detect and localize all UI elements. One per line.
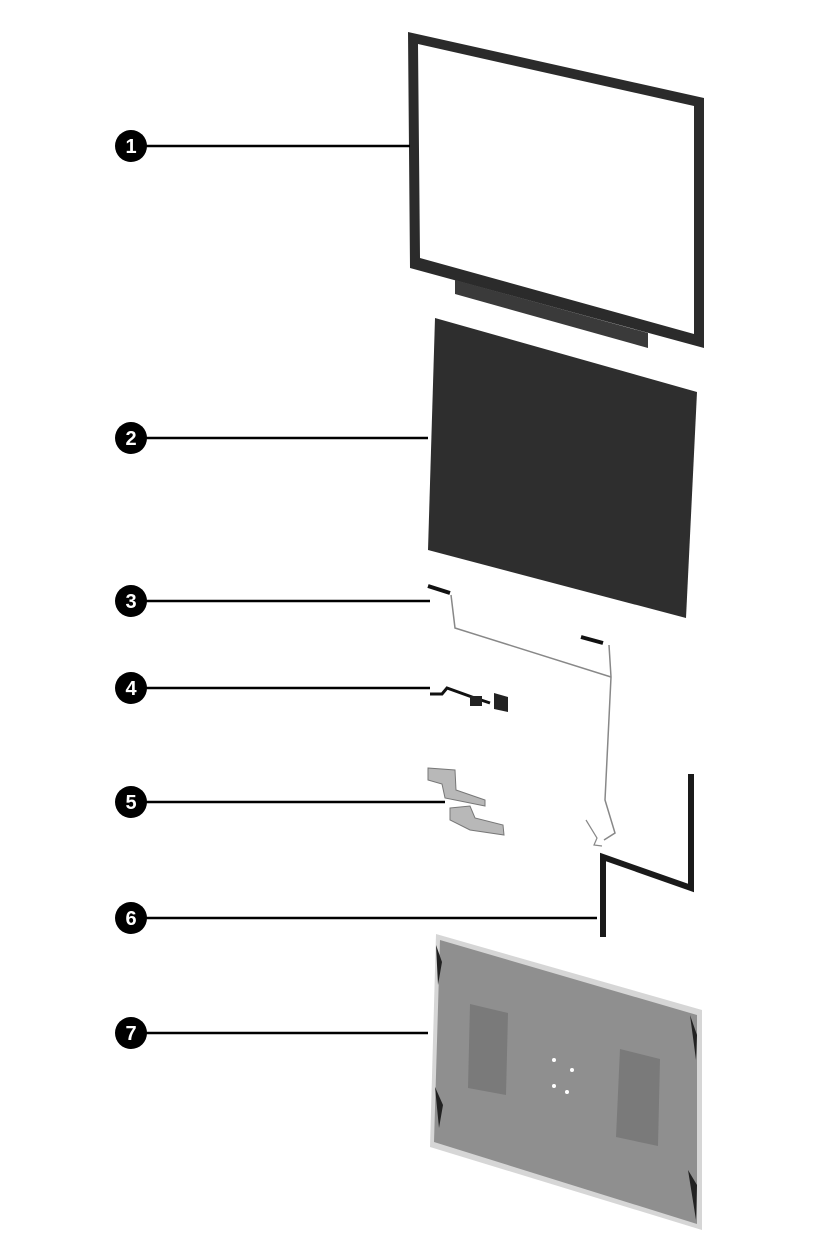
callout-number: 4 — [125, 678, 137, 700]
callout-circle — [115, 902, 147, 934]
display-panel — [428, 318, 697, 618]
callout-circle — [115, 585, 147, 617]
callout-circle — [115, 786, 147, 818]
callout-4: 4 — [115, 672, 430, 704]
callout-5: 5 — [115, 786, 445, 818]
hinges — [427, 767, 505, 836]
camera-module — [430, 686, 508, 712]
callout-number: 1 — [125, 136, 136, 158]
callout-number: 7 — [125, 1023, 136, 1045]
callout-circle — [115, 422, 147, 454]
callout-2: 2 — [115, 422, 428, 454]
callout-number: 2 — [125, 428, 136, 450]
display-back-cover — [430, 934, 702, 1230]
callout-3: 3 — [115, 585, 430, 617]
callout-circle — [115, 1017, 147, 1049]
callout-circle — [115, 672, 147, 704]
display-cable — [600, 774, 694, 937]
callout-number: 3 — [125, 591, 136, 613]
callout-circle — [115, 130, 147, 162]
callout-number: 6 — [125, 908, 136, 930]
display-bezel — [408, 32, 704, 348]
callout-6: 6 — [115, 902, 597, 934]
callout-number: 5 — [125, 792, 136, 814]
callout-7: 7 — [115, 1017, 428, 1049]
callout-1: 1 — [115, 130, 410, 162]
antenna-cables — [427, 584, 616, 847]
